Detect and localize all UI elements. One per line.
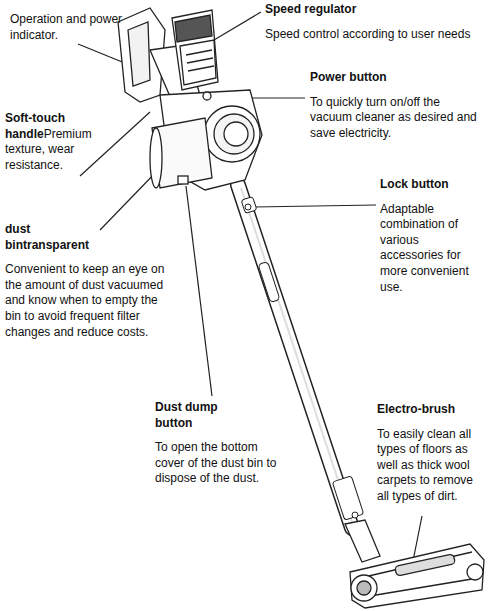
part-description: Adaptable combination of various accesso… [380,202,482,296]
handle-body [180,40,216,85]
motor-cyclone [203,92,211,100]
leader-line [252,97,305,98]
part-description: Speed control according to user needs [265,27,480,43]
callout-group: Soft-touch handlePremium texture, wear r… [5,111,83,173]
callout-group: Speed regulatorSpeed control according t… [265,2,480,42]
handle-body [186,50,214,71]
handle-body [128,22,150,86]
part-name: Speed regulator [265,2,480,18]
electro-brush [357,581,371,595]
callout-group: Lock buttonAdaptable combination of vari… [380,177,482,295]
callout-group: Electro-brush To easily clean all types o… [377,402,481,505]
part-name: Dust dump button [155,400,245,431]
wand-tube [258,261,280,302]
wand-tube [332,476,363,520]
wand-tube [241,196,257,213]
part-description: To open the bottom cover of the dust bin… [155,440,280,487]
motor-cyclone [204,106,260,162]
leader-line [214,12,261,40]
electro-brush [467,564,483,580]
part-description: Operation and power indicator. [10,12,135,43]
wand-tube [245,204,251,210]
dust-bin [150,118,212,188]
electro-brush [345,520,484,608]
leader-line [254,205,376,207]
part-description: To easily clean all types of floors as w… [377,427,481,505]
dust-bin [178,176,188,184]
motor-cyclone [203,92,260,162]
electro-brush [360,552,472,578]
motor-cyclone [224,122,248,146]
dust-bin [150,128,162,188]
handle-body [118,8,262,190]
electro-brush [370,578,478,596]
electro-brush [395,554,456,576]
callout-group: Dust dump button To open the bottom cover… [155,400,280,487]
part-description: Convenient to keep an eye on the amount … [5,262,165,340]
leader-line [80,112,150,176]
wand-tube [352,512,358,518]
electro-brush [350,544,484,608]
handle-body [172,10,218,90]
part-name: Electro-brush [377,402,481,418]
part-name: Lock button [380,177,482,193]
part-description: To quickly turn on/off the vacuum cleane… [310,95,480,142]
electro-brush [345,520,380,562]
callout-group: Operation and power indicator. [10,12,135,43]
callout-group: Power button To quickly turn on/off the v… [310,70,480,141]
handle-body [175,15,212,42]
leader-line [186,186,212,396]
part-name: dust bintransparent [5,222,105,253]
electro-brush [351,575,377,601]
callout-group: dust bintransparentConvenient to keep an… [5,222,165,340]
motor-cyclone [214,114,254,154]
part-name: Power button [310,70,480,86]
